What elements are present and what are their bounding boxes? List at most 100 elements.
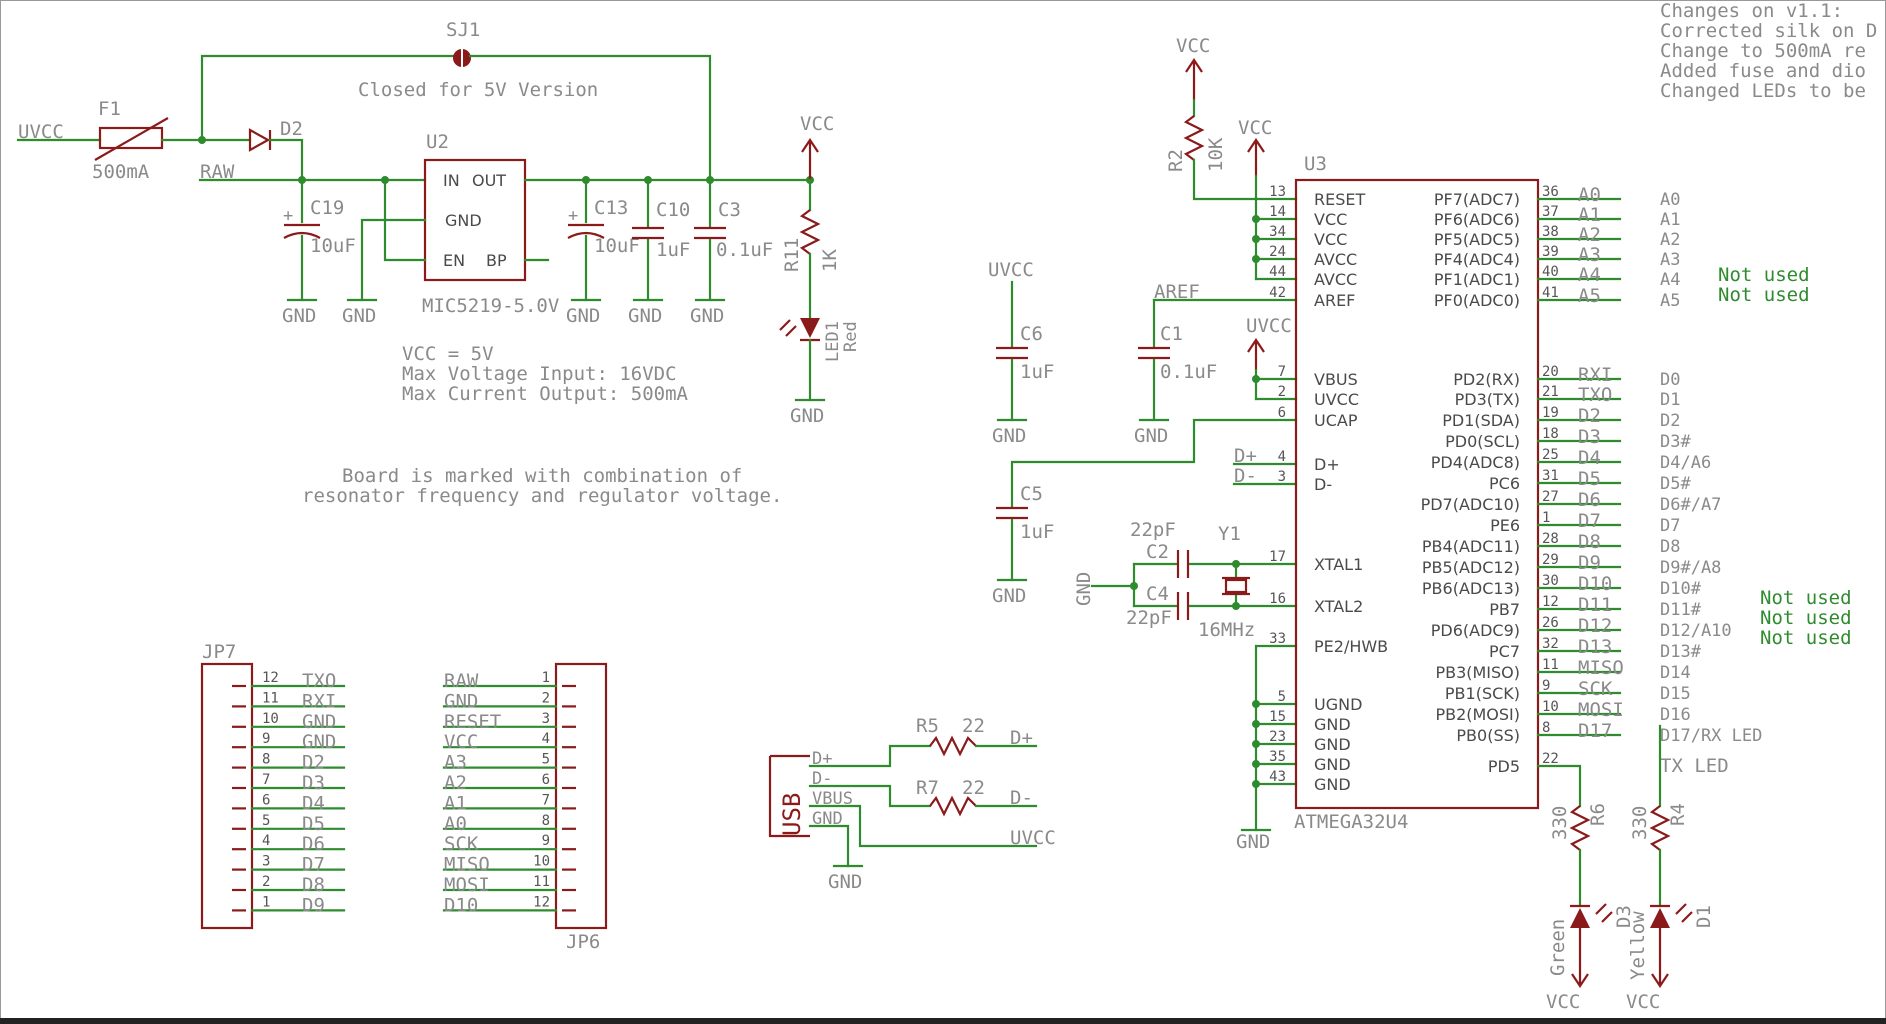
u3-pin-number: 14 bbox=[1269, 204, 1286, 220]
u3-pin-name: VBUS bbox=[1314, 370, 1358, 389]
jp6-pin-number: 3 bbox=[542, 711, 550, 727]
c2-value: 22pF bbox=[1130, 519, 1176, 541]
led1-color: Red bbox=[841, 321, 861, 352]
u3-pin-number: 37 bbox=[1542, 204, 1559, 220]
u3-pin-name: PD7(ADC10) bbox=[1421, 495, 1520, 514]
c1-capacitor bbox=[1138, 346, 1170, 360]
c2-label: C2 bbox=[1146, 541, 1169, 563]
u3-arduino-label: D7 bbox=[1660, 516, 1680, 536]
jp7-pin-number: 9 bbox=[262, 731, 270, 747]
d2-diode bbox=[248, 128, 272, 152]
c6-gnd-label: GND bbox=[992, 425, 1026, 447]
u3-arduino-label: D3# bbox=[1660, 432, 1691, 452]
jp7-pin-number: 2 bbox=[262, 874, 270, 890]
not-used-d11: Not used bbox=[1760, 587, 1852, 609]
u3-pin-number: 3 bbox=[1278, 469, 1286, 485]
c10-gnd-label: GND bbox=[628, 305, 662, 327]
d1-label: D1 bbox=[1693, 905, 1715, 928]
r2-vcc-label: VCC bbox=[1176, 35, 1210, 57]
jp6-pin-net: D10 bbox=[444, 894, 478, 916]
u3-net-label: SCK bbox=[1578, 678, 1613, 700]
u3-pin-number: 38 bbox=[1542, 224, 1559, 240]
d1-led bbox=[1650, 908, 1670, 928]
u3-pin-name: PB3(MISO) bbox=[1435, 663, 1520, 682]
jp6-pin-net: A3 bbox=[444, 752, 467, 774]
u3-pin-name: PC7 bbox=[1489, 642, 1520, 661]
u3-pin-number: 23 bbox=[1269, 729, 1286, 745]
c13-label: C13 bbox=[594, 197, 628, 219]
c6-capacitor bbox=[996, 346, 1028, 360]
changes-line-2: Change to 500mA re bbox=[1660, 40, 1866, 62]
jp7-pin-number: 8 bbox=[262, 752, 270, 768]
r6-label: R6 bbox=[1587, 803, 1609, 826]
d1-color: Yellow bbox=[1627, 911, 1649, 980]
u3-arduino-label: D16 bbox=[1660, 705, 1691, 725]
u2-pin-en: EN bbox=[443, 251, 465, 270]
u3-net-label: TXO bbox=[1578, 384, 1612, 406]
u2-pin-out: OUT bbox=[472, 171, 506, 190]
u2-pin-bp: BP bbox=[486, 251, 507, 270]
u3-arduino-label: D12/A10 bbox=[1660, 621, 1732, 641]
r5-resistor bbox=[929, 735, 977, 757]
raw-net-label: RAW bbox=[200, 161, 235, 183]
u3-pin-number: 43 bbox=[1269, 769, 1286, 785]
jp7-pin-number: 5 bbox=[262, 813, 270, 829]
jp6-pin-net: RAW bbox=[444, 670, 479, 692]
u3-pin-number: 26 bbox=[1542, 615, 1559, 631]
aref-net-label: AREF bbox=[1154, 281, 1200, 303]
jp7-pin-net: D8 bbox=[302, 874, 325, 896]
u3-pin-number: 15 bbox=[1269, 709, 1286, 725]
u3-net-label: D11 bbox=[1578, 594, 1612, 616]
u3-pin-number: 30 bbox=[1542, 573, 1559, 589]
u3-pin-number: 36 bbox=[1542, 184, 1559, 200]
u3-pin-number: 39 bbox=[1542, 244, 1559, 260]
jp6-pin-number: 6 bbox=[542, 772, 550, 788]
led1-gnd-label: GND bbox=[790, 405, 824, 427]
u3-pin-number: 27 bbox=[1542, 489, 1559, 505]
c5-value: 1uF bbox=[1020, 521, 1054, 543]
u3-pin-name: PD5 bbox=[1488, 757, 1520, 776]
c10-value: 1uF bbox=[656, 239, 690, 261]
led1-label: LED1 bbox=[823, 321, 843, 362]
tx-led-label: TX LED bbox=[1660, 755, 1729, 777]
u3-net-label: D7 bbox=[1578, 510, 1601, 532]
u3-net-label: A4 bbox=[1578, 264, 1601, 286]
c4-label: C4 bbox=[1146, 583, 1169, 605]
u3-pin-name: GND bbox=[1314, 775, 1351, 794]
u3-arduino-label: D10# bbox=[1660, 579, 1702, 599]
u3-pin-number: 32 bbox=[1542, 636, 1559, 652]
c4-capacitor bbox=[1176, 592, 1190, 620]
u3-pin-number: 9 bbox=[1542, 678, 1550, 694]
u3-pin-number: 8 bbox=[1542, 720, 1550, 736]
jp7-pin-net: D5 bbox=[302, 813, 325, 835]
c1-value: 0.1uF bbox=[1160, 361, 1217, 383]
jp6-pin-number: 11 bbox=[533, 874, 550, 890]
u3-arduino-label: D4/A6 bbox=[1660, 453, 1711, 473]
usb-pin-dplus: D+ bbox=[812, 749, 832, 769]
jp7-pin-net: D2 bbox=[302, 752, 325, 774]
u3-pin-number: 25 bbox=[1542, 447, 1559, 463]
u3-arduino-label: D8 bbox=[1660, 537, 1680, 557]
mcu-dplus-net: D+ bbox=[1234, 445, 1257, 467]
jp6-pin-number: 12 bbox=[533, 894, 550, 910]
led1-diode bbox=[800, 318, 820, 338]
c19-label: C19 bbox=[310, 197, 344, 219]
u3-pin-number: 42 bbox=[1269, 285, 1286, 301]
jp6-pin-net: MISO bbox=[444, 854, 490, 876]
not-used-a5: Not used bbox=[1718, 284, 1810, 306]
r7-value: 22 bbox=[962, 777, 985, 799]
u2-pin-gnd: GND bbox=[445, 211, 482, 230]
u3-pin-name: PD1(SDA) bbox=[1442, 411, 1520, 430]
r7-resistor bbox=[929, 795, 977, 817]
d3-color: Green bbox=[1547, 919, 1569, 976]
u3-pin-name: UVCC bbox=[1314, 390, 1359, 409]
u3-net-label: D3 bbox=[1578, 426, 1601, 448]
changes-line-4: Changed LEDs to be bbox=[1660, 80, 1866, 102]
usb-connector-label: USB bbox=[778, 793, 806, 836]
u3-pin-name: PF4(ADC4) bbox=[1434, 250, 1520, 269]
u3-pin-name: PB7 bbox=[1489, 600, 1520, 619]
u3-pin-name: D+ bbox=[1314, 455, 1340, 474]
sj1-label: SJ1 bbox=[446, 19, 480, 41]
u3-net-label: D10 bbox=[1578, 573, 1612, 595]
